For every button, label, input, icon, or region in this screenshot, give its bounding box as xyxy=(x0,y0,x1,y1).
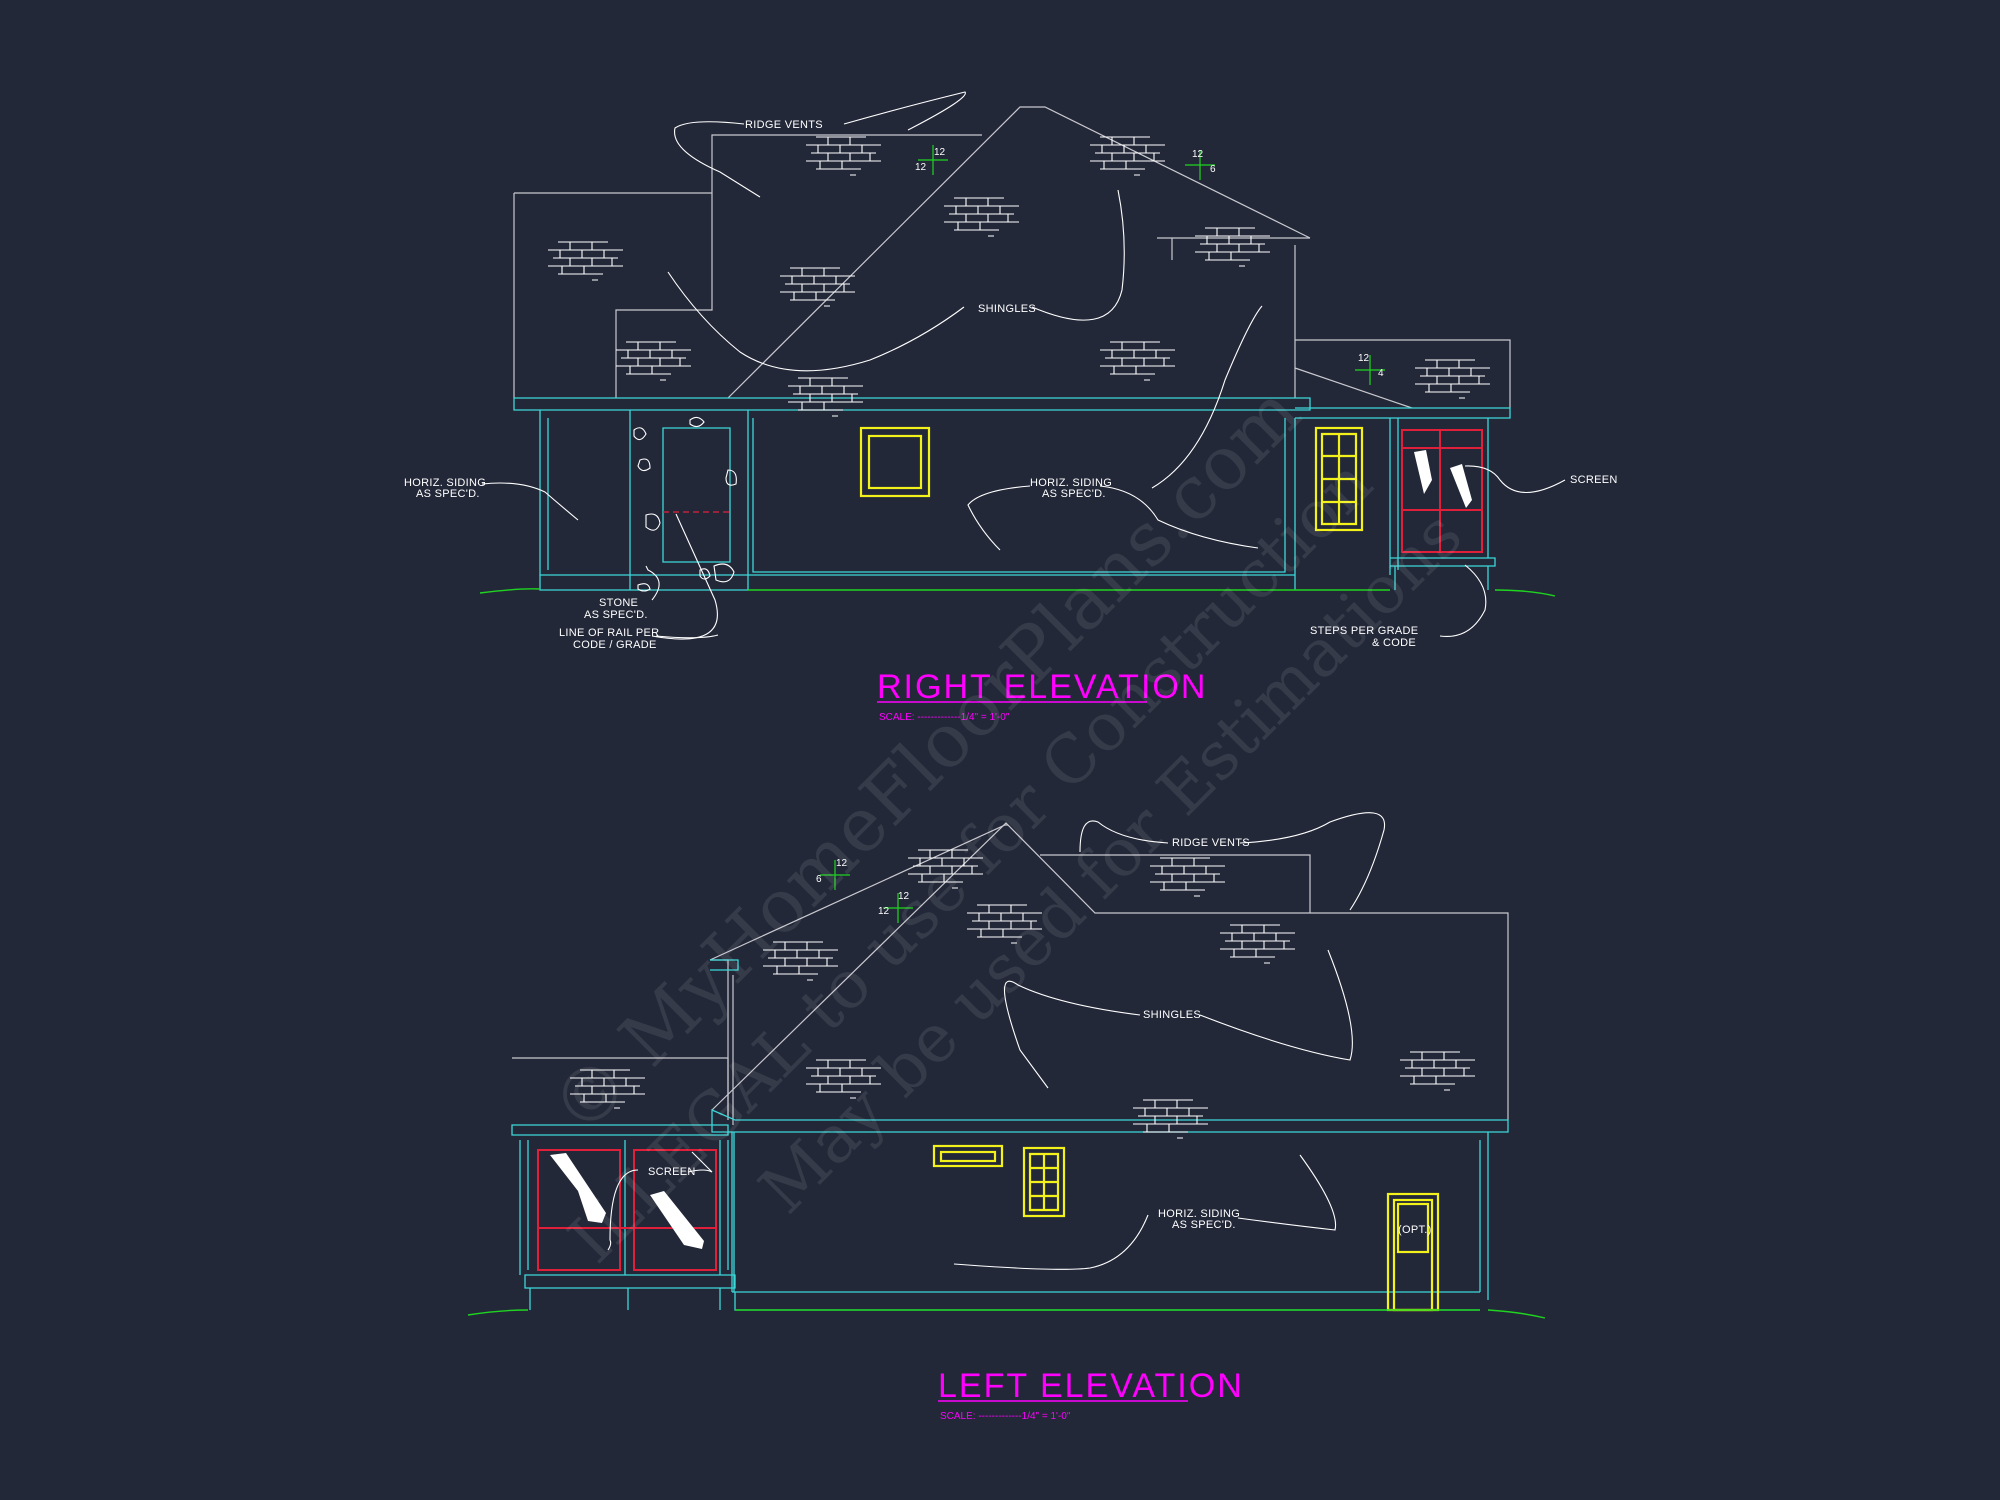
right-steps-label-1: STEPS PER GRADE xyxy=(1310,625,1418,637)
right-siding-left-label-1: HORIZ. SIDING xyxy=(404,477,486,489)
right-steps-label-2: & CODE xyxy=(1372,637,1416,649)
right-stone-label-2: AS SPEC'D. xyxy=(584,609,648,621)
left-pitch-2-run: 12 xyxy=(898,891,910,902)
right-pitch-2-run: 12 xyxy=(1192,149,1204,160)
right-pitch-3-rise: 4 xyxy=(1378,368,1384,379)
right-ridge-vents-label: RIDGE VENTS xyxy=(745,119,823,131)
right-stone-label-1: STONE xyxy=(599,597,638,609)
right-rail-label-2: CODE / GRADE xyxy=(573,639,657,651)
right-pitch-1-run: 12 xyxy=(934,147,946,158)
right-elevation-drawing xyxy=(479,91,1566,640)
right-siding-mid-label-1: HORIZ. SIDING xyxy=(1030,477,1112,489)
left-siding-label-1: HORIZ. SIDING xyxy=(1158,1208,1240,1220)
left-pitch-1-run: 12 xyxy=(836,858,848,869)
left-screen-label: SCREEN xyxy=(648,1166,696,1178)
right-shingles-label: SHINGLES xyxy=(978,303,1036,315)
left-pitch-1-rise: 6 xyxy=(816,874,822,885)
right-siding-left-label-2: AS SPEC'D. xyxy=(416,488,480,500)
left-siding-label-2: AS SPEC'D. xyxy=(1172,1219,1236,1231)
right-pitch-1-rise: 12 xyxy=(915,162,927,173)
left-elevation-scale: SCALE: -------------1/4" = 1'-0" xyxy=(940,1411,1071,1422)
right-elevation-scale: SCALE: -------------1/4" = 1'-0" xyxy=(879,712,1010,723)
right-pitch-3-run: 12 xyxy=(1358,353,1370,364)
right-pitch-2-rise: 6 xyxy=(1210,164,1216,175)
left-ridge-vents-label: RIDGE VENTS xyxy=(1172,837,1250,849)
left-pitch-2-rise: 12 xyxy=(878,906,890,917)
right-screen-label: SCREEN xyxy=(1570,474,1618,486)
left-elevation-title: LEFT ELEVATION xyxy=(938,1367,1244,1405)
left-elevation-drawing xyxy=(467,812,1546,1319)
right-rail-label-1: LINE OF RAIL PER xyxy=(559,627,659,639)
left-door-opt-label: (OPT.) xyxy=(1398,1224,1432,1236)
right-elevation-title: RIGHT ELEVATION xyxy=(877,668,1207,706)
left-shingles-label: SHINGLES xyxy=(1143,1009,1201,1021)
right-siding-mid-label-2: AS SPEC'D. xyxy=(1042,488,1106,500)
